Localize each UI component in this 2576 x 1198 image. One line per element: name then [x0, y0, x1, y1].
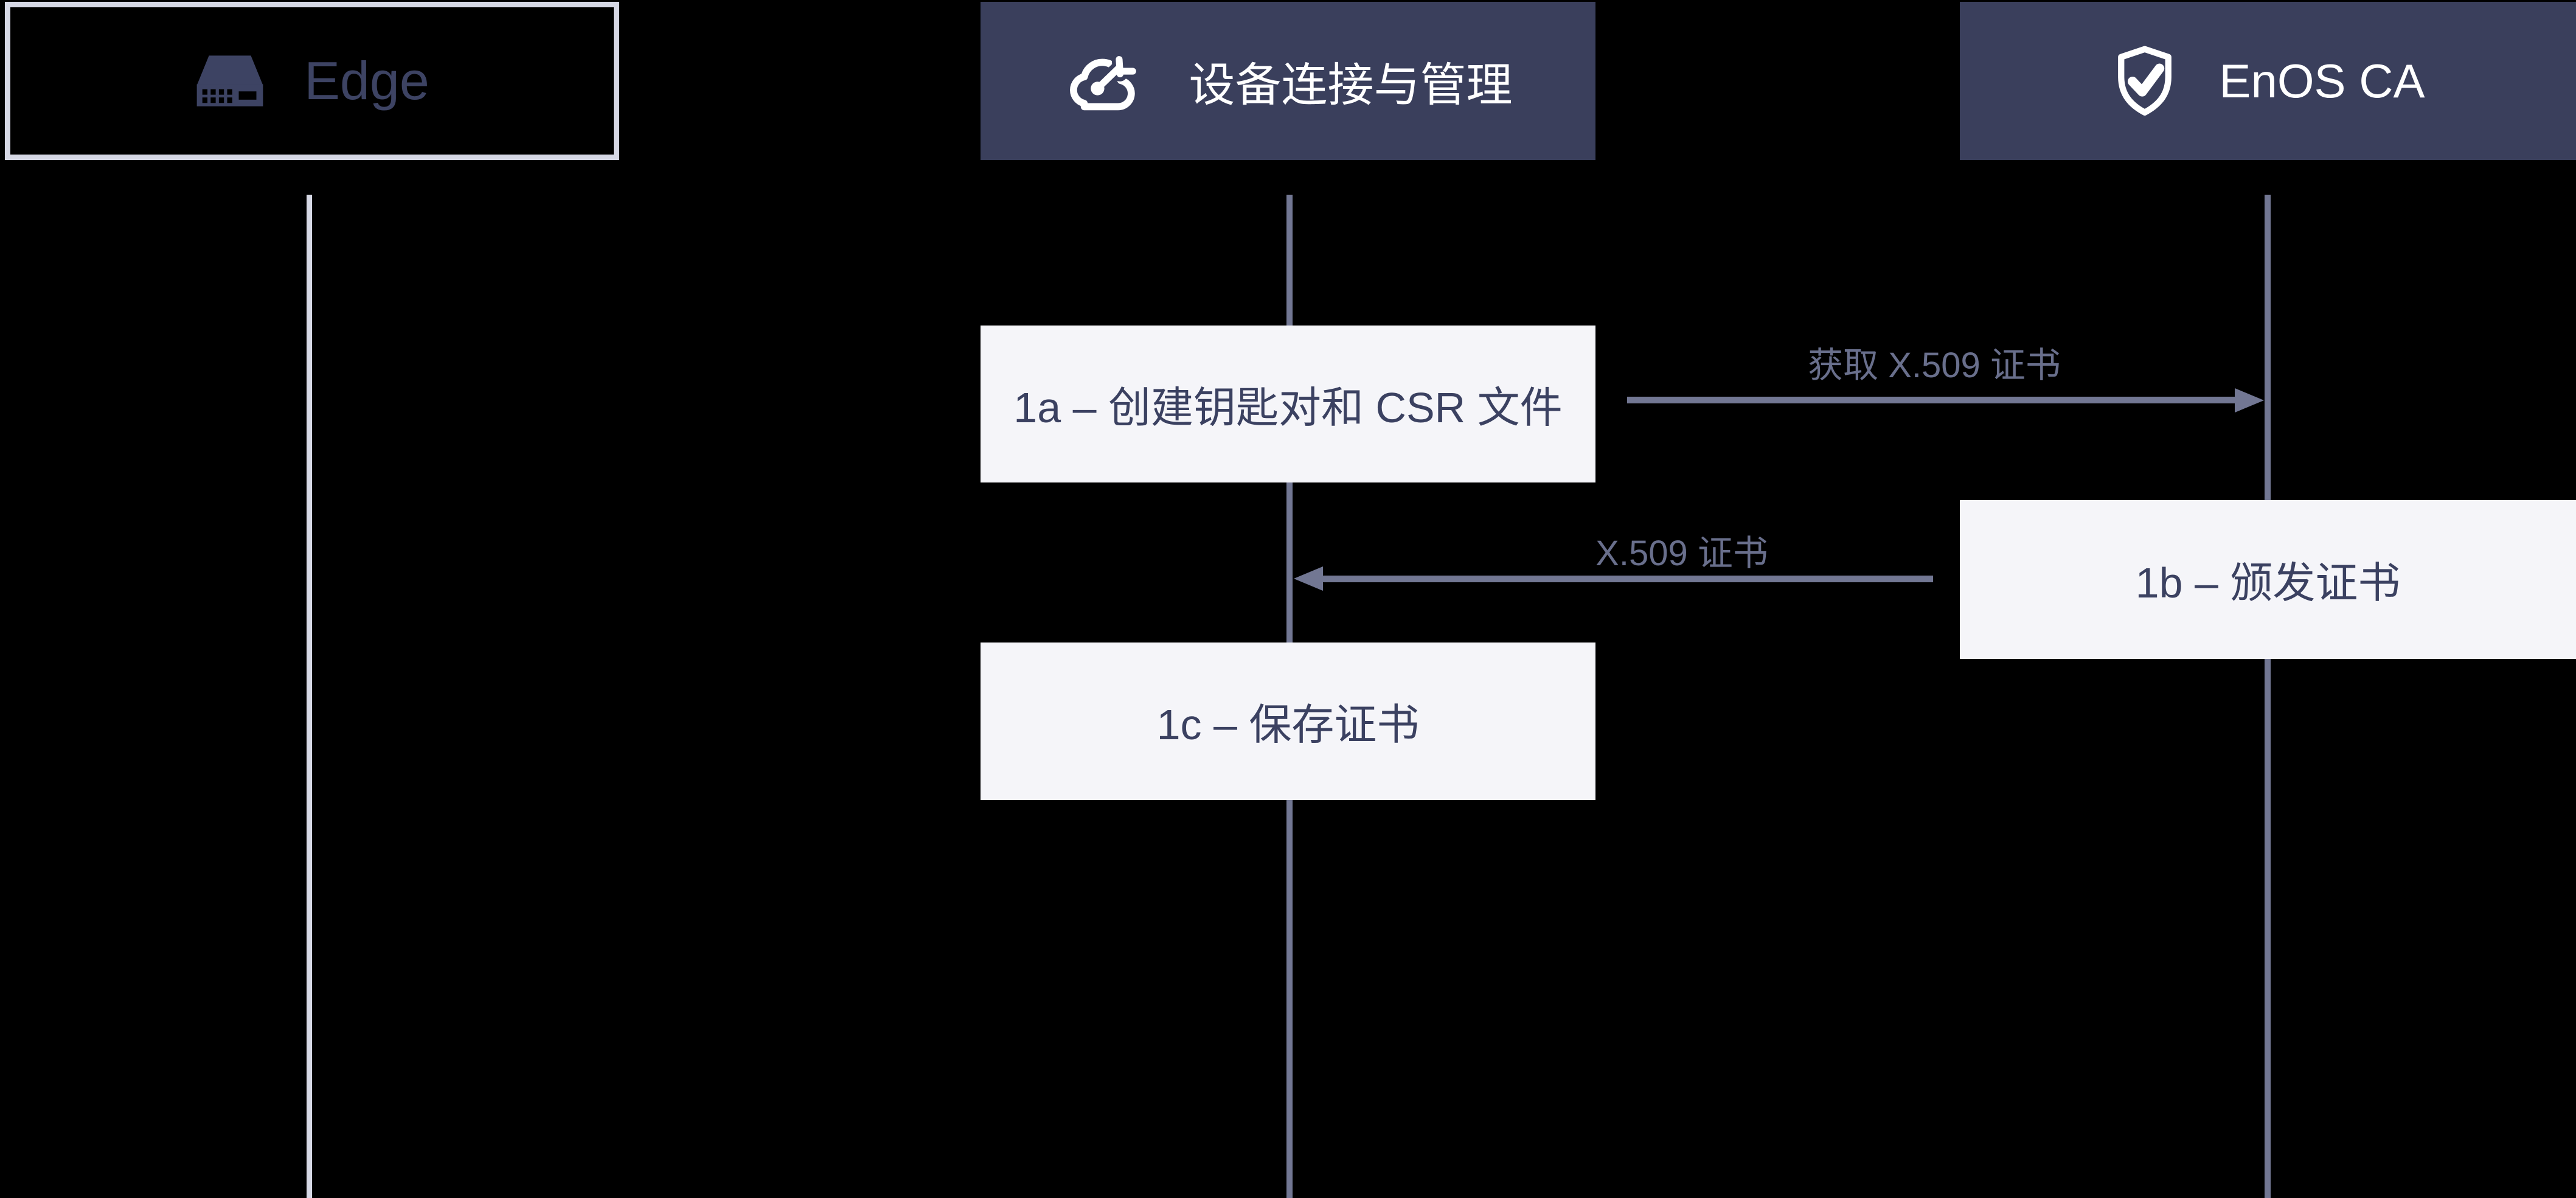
lifeline-edge: [307, 195, 312, 1198]
actor-enos-ca-label: EnOS CA: [2219, 54, 2425, 108]
step-1b: 1b – 颁发证书: [1960, 500, 2576, 659]
lifeline-enos-ca: [2265, 195, 2271, 1198]
arrowhead-right-icon: [2235, 388, 2264, 413]
message-label-get-certificate: 获取 X.509 证书: [1808, 346, 2061, 385]
message-arrow-certificate: [1322, 576, 1933, 582]
actor-device-management-label: 设备连接与管理: [1189, 60, 1513, 111]
arrowhead-left-icon: [1294, 566, 1323, 591]
actor-edge-label: Edge: [304, 50, 429, 111]
message-label-certificate: X.509 证书: [1595, 534, 1768, 573]
step-1a: 1a – 创建钥匙对和 CSR 文件: [981, 326, 1595, 482]
actor-enos-ca: EnOS CA: [1960, 2, 2576, 160]
step-1b-label: 1b – 颁发证书: [2135, 559, 2401, 607]
shield-check-icon: [2118, 46, 2172, 116]
step-1c-label: 1c – 保存证书: [1156, 701, 1420, 748]
step-1c: 1c – 保存证书: [981, 643, 1595, 800]
message-arrow-get-certificate: [1627, 397, 2237, 403]
step-1a-label: 1a – 创建钥匙对和 CSR 文件: [1013, 383, 1563, 431]
cloud-gauge-icon: [1069, 52, 1138, 111]
actor-device-management: 设备连接与管理: [981, 2, 1595, 160]
gateway-icon: [196, 55, 263, 106]
actor-edge: Edge: [5, 2, 619, 160]
